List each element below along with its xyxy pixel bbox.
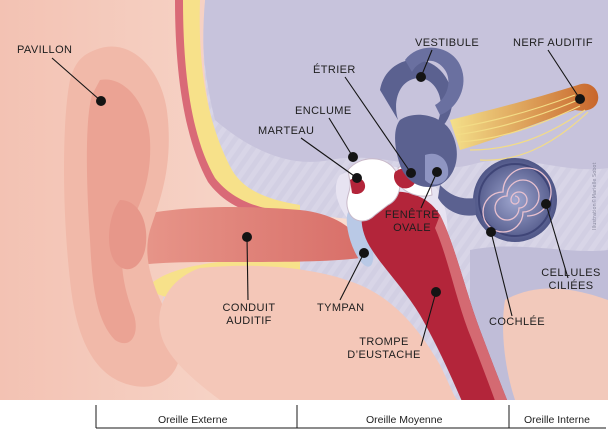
throat-tissue-right [503,288,608,400]
eustachian-edge [435,215,515,420]
label-pavillon: PAVILLON [17,44,73,56]
label-trompe-eustache: TROMPE D’EUSTACHE [343,336,425,362]
eustachian-tube [361,191,515,420]
label-enclume: ENCLUME [295,105,352,117]
label-marteau: MARTEAU [258,125,315,137]
semicircular-canals [380,59,453,135]
label-trompe-line2: D’EUSTACHE [347,349,421,361]
semicircular-canal-2 [405,47,464,115]
zone-oreille-externe: Oreille Externe [158,414,228,426]
nerve-fibres [454,94,589,161]
throat-tissue [159,265,459,400]
cochlea [473,158,557,242]
illustration-credit: Illustration©Marielle Sobot [592,162,598,230]
zone-oreille-moyenne: Oreille Moyenne [366,414,443,426]
cochlea-ring [478,163,552,237]
leader-lines [51,49,581,347]
concha [108,200,147,270]
label-fenetre-ovale: FENÊTRE OVALE [382,209,442,235]
zone-bar [95,405,606,429]
label-etrier: ÉTRIER [313,64,356,76]
label-cellules-line2: CILIÉES [548,280,594,292]
zone-bar-bg [0,400,608,435]
label-tympan: TYMPAN [317,302,365,314]
label-fenetre-ovale-line2: OVALE [393,222,431,234]
label-vestibule: VESTIBULE [415,37,480,49]
ear-canal [115,207,360,270]
label-conduit-auditif-line2: AUDITIF [226,315,272,327]
cartilage-band [180,0,300,218]
ossicle-red-2 [350,177,366,195]
label-nerf-auditif: NERF AUDITIF [513,37,593,49]
label-cellules-ciliees: CELLULES CILIÉES [538,267,604,293]
label-cellules-line1: CELLULES [541,267,601,279]
label-trompe-line1: TROMPE [359,336,409,348]
label-cochlee: COCHLÉE [489,316,545,328]
zone-oreille-interne: Oreille Interne [524,414,590,426]
label-conduit-auditif: CONDUIT AUDITIF [216,302,282,328]
cochlea-connector [438,185,476,216]
cochlea-spiral [482,167,552,233]
label-fenetre-ovale-line1: FENÊTRE [384,209,440,221]
label-conduit-auditif-line1: CONDUIT [222,302,276,314]
